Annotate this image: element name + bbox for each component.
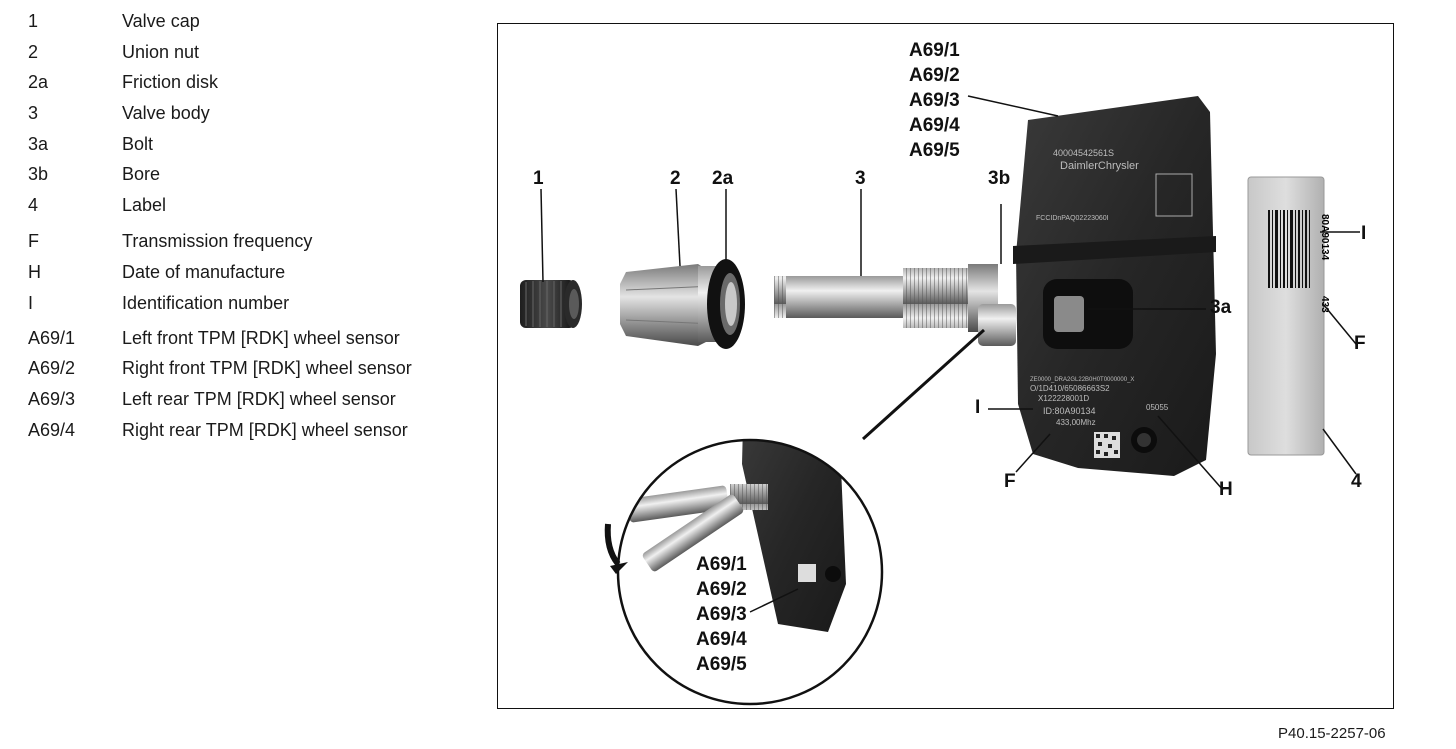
- legend-description: Valve cap: [122, 11, 200, 31]
- callout-F-label: F: [1354, 333, 1366, 354]
- inset-sensor-id-5: A69/5: [696, 654, 747, 675]
- callout-I-sensor: I: [975, 397, 981, 418]
- legend-key: 3b: [28, 164, 49, 185]
- legend-description: Left front TPM [RDK] wheel sensor: [122, 327, 400, 348]
- sensor-id-1: A69/1: [909, 40, 960, 61]
- legend-list: 1 Valve cap 2 Union nut 2a Friction disk 3 Valv…: [28, 10, 468, 442]
- legend-key: A69/2: [28, 358, 76, 379]
- inset-sensor-id-4: A69/4: [696, 629, 747, 650]
- label-code: 80A90134: [1319, 214, 1330, 261]
- legend-description: Left rear TPM [RDK] wheel sensor: [122, 388, 396, 409]
- inset-sensor-id-3: A69/3: [696, 604, 747, 625]
- legend-row: 3b Bore: [28, 163, 468, 186]
- callout-3b: 3b: [988, 168, 1011, 189]
- sensor-brand: DaimlerChrysler: [1060, 160, 1139, 172]
- legend-description: Valve body: [122, 103, 210, 124]
- legend-row: 2a Friction disk: [28, 71, 468, 94]
- inset-sensor-designations: A69/1 A69/2 A69/3 A69/4 A69/5: [696, 552, 747, 677]
- figure-frame: 40004542561S DaimlerChrysler FCCIDnPAQ02…: [497, 23, 1394, 709]
- legend-row: A69/4 Right rear TPM [RDK] wheel sensor: [28, 419, 468, 442]
- sensor-id-5: A69/5: [909, 140, 960, 161]
- legend-description: Bolt: [122, 133, 154, 154]
- legend-key: 3a: [28, 133, 49, 154]
- legend-description: Bore: [122, 164, 161, 185]
- legend-row: 1 Valve cap: [28, 10, 468, 33]
- legend-key: A69/4: [28, 419, 76, 440]
- exploded-view-diagram: 40004542561S DaimlerChrysler FCCIDnPAQ02…: [520, 95, 1360, 706]
- legend-description: Right front TPM [RDK] wheel sensor: [122, 358, 412, 379]
- legend-row: A69/2 Right front TPM [RDK] wheel sensor: [28, 357, 468, 380]
- legend-key: F: [28, 231, 39, 252]
- callout-3a: 3a: [1210, 297, 1232, 318]
- legend-key: 4: [28, 195, 39, 216]
- callout-I-label: I: [1361, 223, 1367, 244]
- legend-description: Transmission frequency: [122, 231, 313, 252]
- sensor-line3: X122228001D: [1038, 394, 1089, 403]
- inset-sensor-id-1: A69/1: [696, 554, 747, 575]
- legend-key: 2: [28, 41, 39, 62]
- legend-key: 3: [28, 103, 39, 124]
- detail-inset: [604, 328, 986, 706]
- callout-2: 2: [670, 168, 681, 189]
- sensor-line2: O/1D410/65086663S2: [1030, 384, 1110, 393]
- leader-lines: [540, 95, 1360, 613]
- callout-1: 1: [533, 168, 544, 189]
- sensor-fcc: FCCIDnPAQ02223060I: [1036, 215, 1109, 222]
- legend-description: Union nut: [122, 41, 200, 62]
- sensor-id-2: A69/2: [909, 65, 960, 86]
- callout-2a: 2a: [712, 168, 734, 189]
- sensor-part-number: 40004542561S: [1053, 148, 1114, 158]
- legend-row: 3 Valve body: [28, 102, 468, 125]
- label-tag: 80A90134 433: [1247, 176, 1330, 456]
- legend-row: H Date of manufacture: [28, 261, 468, 284]
- callout-3: 3: [855, 168, 866, 189]
- legend-description: Friction disk: [122, 72, 219, 93]
- legend-key: A69/3: [28, 388, 76, 409]
- tpm-sensor: 40004542561S DaimlerChrysler FCCIDnPAQ02…: [1013, 96, 1216, 476]
- callout-4: 4: [1351, 471, 1362, 492]
- sensor-approval: ZE0000_DRA2GL22B0H0T0000000_X: [1030, 377, 1134, 383]
- legend-key: H: [28, 261, 41, 282]
- legend-key: A69/1: [28, 327, 76, 348]
- valve-cap: [520, 280, 582, 328]
- legend-key: 2a: [28, 72, 49, 93]
- legend-row: 2 Union nut: [28, 41, 468, 64]
- callout-H: H: [1219, 479, 1233, 500]
- legend-description: Label: [122, 195, 167, 216]
- legend-row: 3a Bolt: [28, 133, 468, 156]
- legend-row: 4 Label: [28, 194, 468, 217]
- valve-body: [774, 264, 1016, 346]
- sensor-date: 05055: [1146, 403, 1169, 412]
- label-frequency: 433: [1319, 296, 1330, 313]
- legend-description: Right rear TPM [RDK] wheel sensor: [122, 419, 408, 440]
- legend-row: A69/1 Left front TPM [RDK] wheel sensor: [28, 327, 468, 350]
- sensor-designations: A69/1 A69/2 A69/3 A69/4 A69/5: [909, 38, 960, 163]
- figure-code: P40.15-2257-06: [1278, 725, 1386, 742]
- legend-key: 1: [28, 11, 39, 31]
- legend-description: Date of manufacture: [122, 261, 286, 282]
- legend-row: I Identification number: [28, 292, 468, 315]
- sensor-id-3: A69/3: [909, 90, 960, 111]
- legend-key: I: [28, 292, 34, 313]
- legend-row: F Transmission frequency: [28, 230, 468, 253]
- legend-row: A69/3 Left rear TPM [RDK] wheel sensor: [28, 388, 468, 411]
- inset-sensor-id-2: A69/2: [696, 579, 747, 600]
- friction-disk: [707, 259, 745, 349]
- callout-F-sensor: F: [1004, 471, 1016, 492]
- sensor-id: ID:80A90134: [1043, 406, 1096, 416]
- sensor-freq: 433,00Mhz: [1056, 418, 1096, 427]
- sensor-id-4: A69/4: [909, 115, 960, 136]
- legend-description: Identification number: [122, 292, 290, 313]
